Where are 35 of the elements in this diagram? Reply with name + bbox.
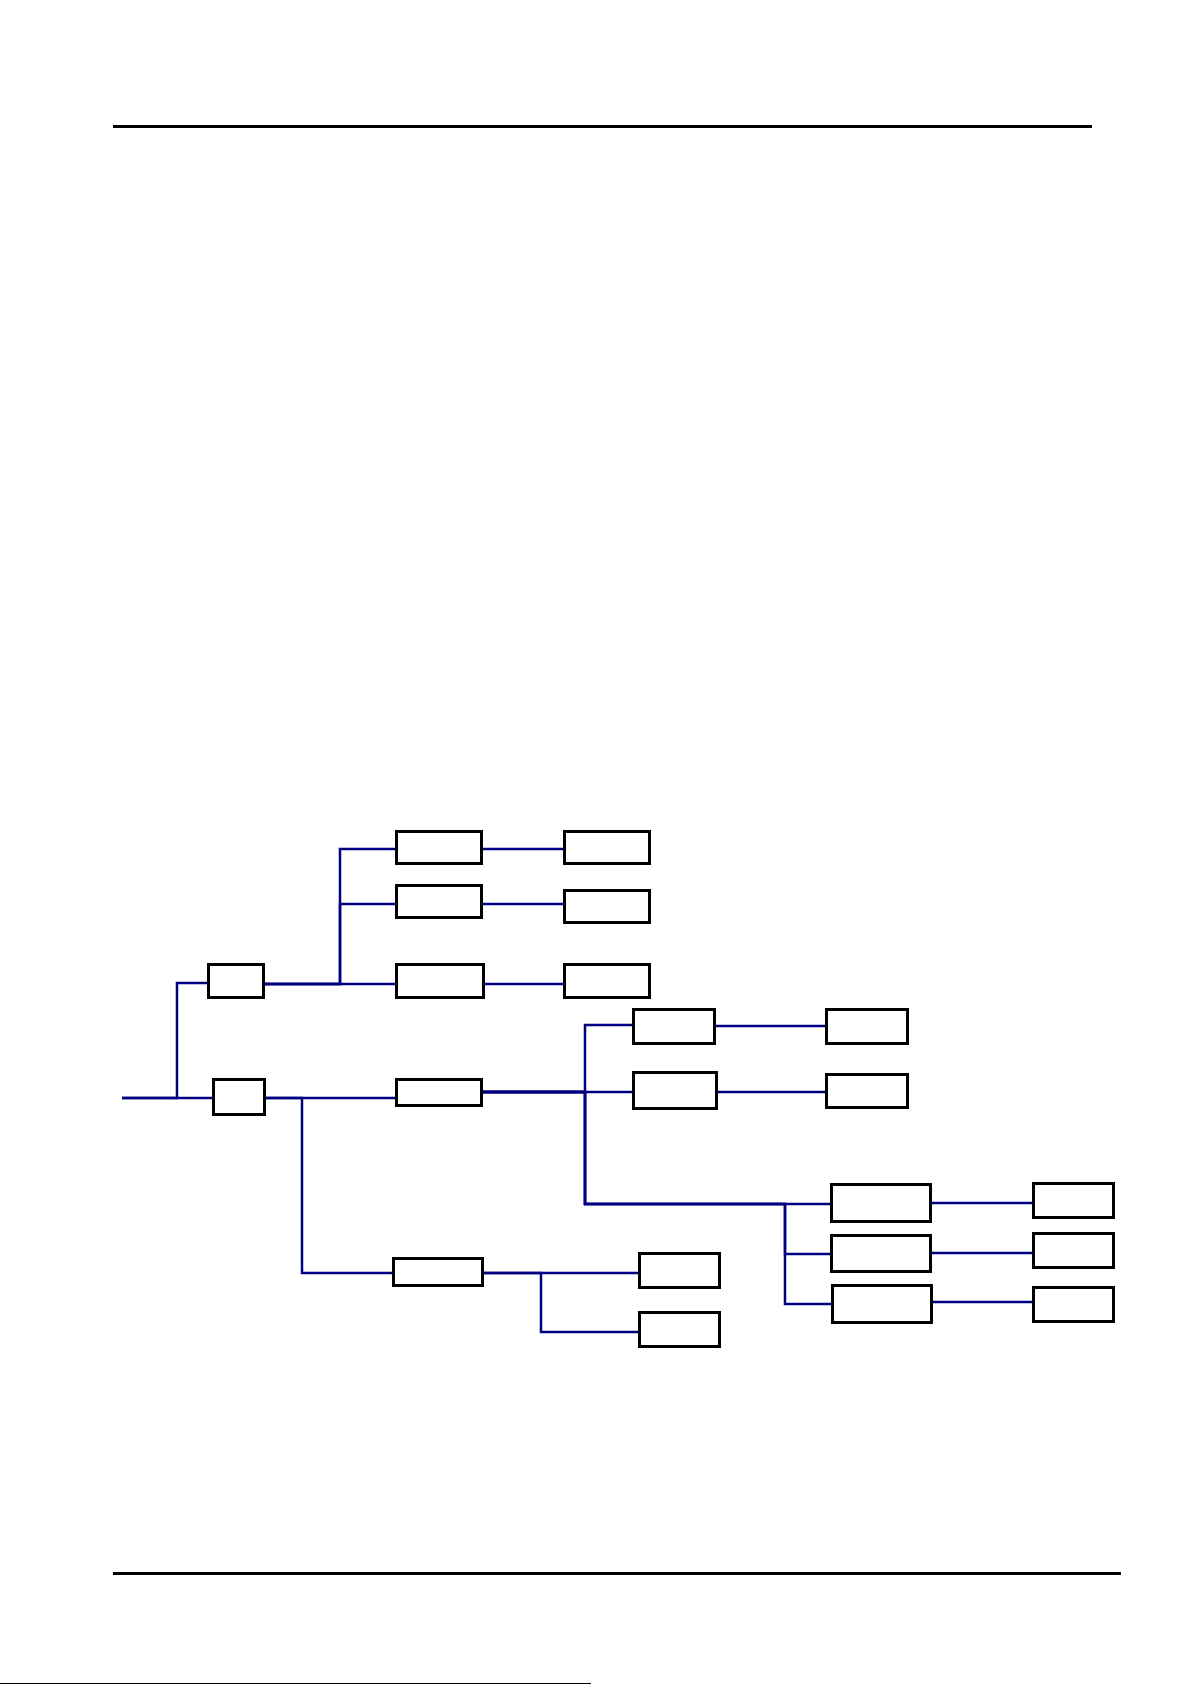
connector-line: [484, 1271, 638, 1334]
empty-box: [825, 1073, 909, 1109]
empty-box: [830, 1183, 932, 1223]
empty-box: [638, 1252, 721, 1289]
connector-line: [718, 1090, 825, 1094]
empty-box: [563, 963, 651, 999]
empty-box: [638, 1311, 721, 1348]
empty-box: [563, 889, 651, 924]
empty-box: [825, 1008, 909, 1045]
empty-box: [207, 963, 265, 999]
connector-line: [266, 1096, 392, 1275]
connector-line: [932, 1201, 1032, 1205]
empty-box: [395, 830, 483, 865]
empty-box: [831, 1284, 933, 1324]
empty-box: [212, 1078, 266, 1116]
empty-box: [392, 1257, 484, 1287]
empty-box: [830, 1234, 932, 1273]
empty-box: [1032, 1286, 1115, 1323]
connector-line: [483, 847, 563, 851]
empty-box: [632, 1071, 718, 1110]
empty-box: [563, 830, 651, 865]
empty-box: [395, 884, 483, 919]
connector-line: [932, 1251, 1032, 1255]
connector-line: [485, 982, 563, 986]
empty-box: [395, 1078, 483, 1107]
connector-line: [716, 1024, 825, 1028]
connector-line: [483, 1090, 831, 1306]
empty-box: [1032, 1182, 1115, 1219]
connector-line: [933, 1300, 1032, 1304]
connector-line: [122, 1096, 212, 1100]
connector-line: [483, 902, 563, 906]
empty-box: [395, 963, 485, 999]
empty-box: [1032, 1232, 1115, 1269]
empty-box: [632, 1008, 716, 1045]
connector-line: [265, 982, 395, 986]
